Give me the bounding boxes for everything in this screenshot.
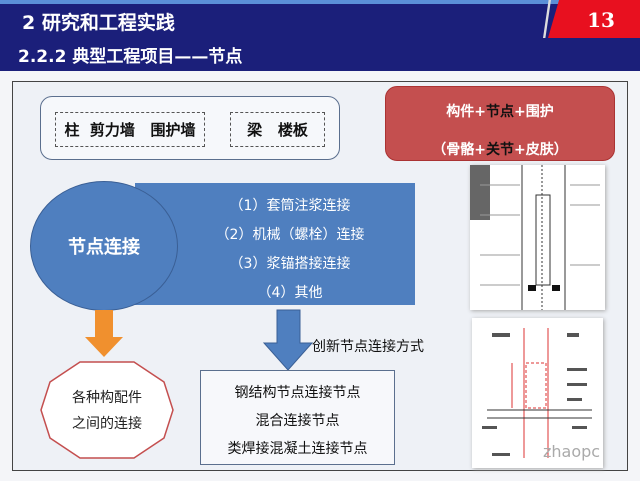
method-item: （1）套筒注浆连接 (229, 198, 351, 214)
innovation-item: 混合连接节点 (255, 413, 340, 429)
components-link-text: 各种构配件 之间的连接 (40, 385, 174, 437)
innovation-item: 类焊接混凝土连接节点 (227, 441, 368, 457)
section-title: 2 研究和工程实践 (22, 12, 175, 34)
text: +皮肤） (514, 142, 568, 158)
blue-arrow-icon (262, 309, 314, 371)
text: 各种构配件 (72, 390, 142, 406)
anchor-lap-drawing (472, 318, 603, 468)
sleeve-grouting-drawing (470, 165, 605, 310)
text: 构件+ (446, 104, 486, 120)
innovation-label: 创新节点连接方式 (312, 339, 424, 355)
orange-arrow-icon (85, 310, 123, 357)
text: （骨骼+ (432, 142, 486, 158)
node-connection-ellipse: 节点连接 (30, 181, 178, 311)
horizontal-elements: 梁 楼板 (230, 112, 325, 147)
method-item: （2）机械（螺栓）连接 (215, 227, 365, 243)
vertical-elements: 柱 剪力墙 围护墙 (55, 112, 205, 147)
page-subtitle: 2.2.2 典型工程项目——节点 (18, 47, 243, 67)
tab-edge (543, 0, 551, 38)
innovation-box: 钢结构节点连接节点 混合连接节点 类焊接混凝土连接节点 (200, 370, 395, 465)
header-bar (0, 0, 640, 71)
text: +围护 (514, 104, 554, 120)
method-item: （4）其他 (257, 285, 323, 301)
text-highlight: 节点 (486, 104, 514, 120)
octagon-shape (40, 361, 174, 459)
innovation-item: 钢结构节点连接节点 (234, 385, 361, 401)
elements-box (40, 96, 340, 160)
watermark: zhaopc (543, 442, 601, 461)
summary-box: 构件+节点+围护 （骨骼+关节+皮肤） (385, 86, 615, 161)
page-number: 13 (548, 0, 640, 38)
methods-box (135, 183, 415, 305)
method-item: （3）浆锚搭接连接 (229, 256, 351, 272)
text: 之间的连接 (72, 416, 142, 432)
text-highlight: 关节 (486, 142, 514, 158)
